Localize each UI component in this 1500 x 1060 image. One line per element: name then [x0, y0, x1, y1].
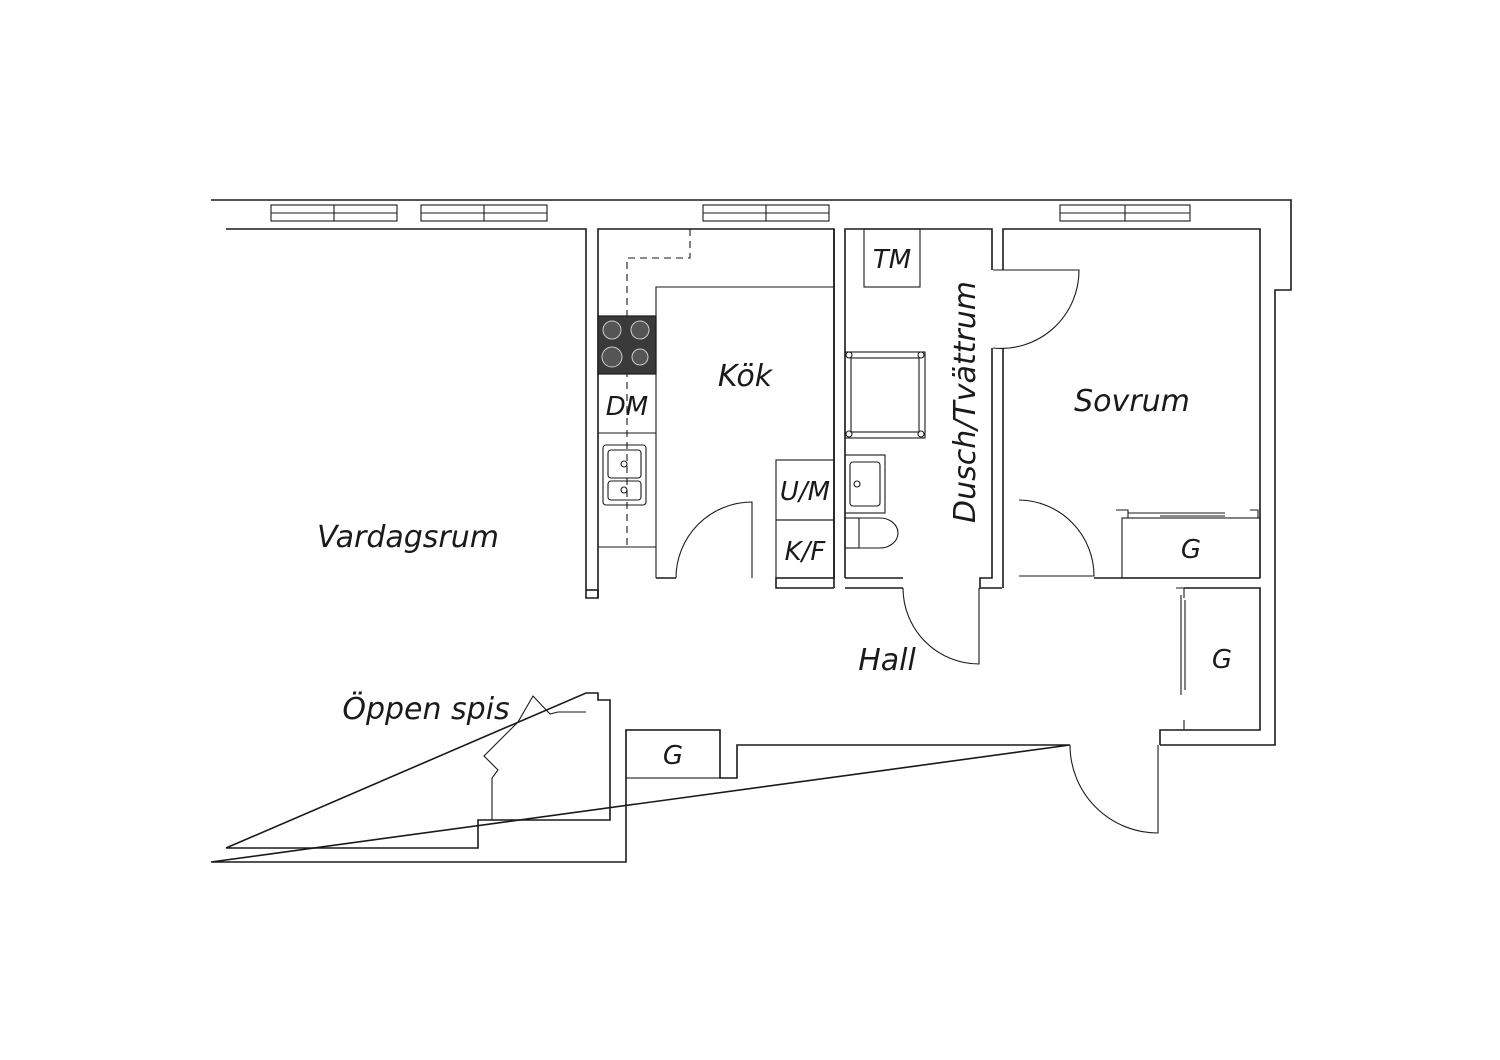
- bottom-wardrobe-label: G: [663, 741, 683, 771]
- overhead-cabinets: [626, 229, 691, 547]
- fireplace: [478, 695, 586, 821]
- entrance-door: [1069, 744, 1159, 834]
- bedroom-door: [1018, 499, 1095, 577]
- bathroom-door: [902, 587, 980, 665]
- fireplace-label: Öppen spis: [342, 691, 509, 727]
- bedroom-wardrobe-label: G: [1181, 535, 1201, 565]
- kitchen-label: Kök: [718, 359, 774, 394]
- bathroom-label: Dusch/Tvättrum: [948, 281, 983, 523]
- bedroom-entry-door: [992, 269, 1080, 349]
- stove: [597, 315, 657, 375]
- kitchen-sink: [602, 444, 647, 506]
- washing-machine-label: TM: [873, 245, 911, 275]
- hall-area: [625, 729, 1184, 834]
- window: [420, 204, 548, 222]
- kitchen-area: [586, 228, 835, 598]
- bedroom-wardrobe: [1116, 509, 1261, 579]
- window: [1059, 204, 1191, 222]
- bedroom-area: [992, 228, 1261, 731]
- bedroom-label: Sovrum: [1074, 384, 1190, 419]
- hall-wardrobe-label: G: [1212, 645, 1232, 675]
- outer-walls: [210, 199, 1292, 863]
- washing-machine: [863, 228, 921, 288]
- hall-label: Hall: [858, 643, 916, 678]
- fridge-freezer-label: K/F: [785, 537, 827, 567]
- bathroom-area: [833, 228, 1002, 665]
- kitchen-door: [675, 501, 753, 579]
- bottom-wardrobe: [625, 729, 721, 779]
- toilet: [844, 517, 899, 549]
- window: [270, 204, 398, 222]
- kitchen-counter: [655, 286, 834, 578]
- hall-wardrobe: [1176, 587, 1261, 731]
- wash-basin: [844, 454, 886, 514]
- dishwasher-label: DM: [606, 392, 648, 422]
- window: [702, 204, 830, 222]
- windows: [270, 204, 1191, 222]
- living-room-label: Vardagsrum: [317, 520, 499, 555]
- oven-microwave-label: U/M: [780, 477, 830, 507]
- shower: [844, 351, 926, 439]
